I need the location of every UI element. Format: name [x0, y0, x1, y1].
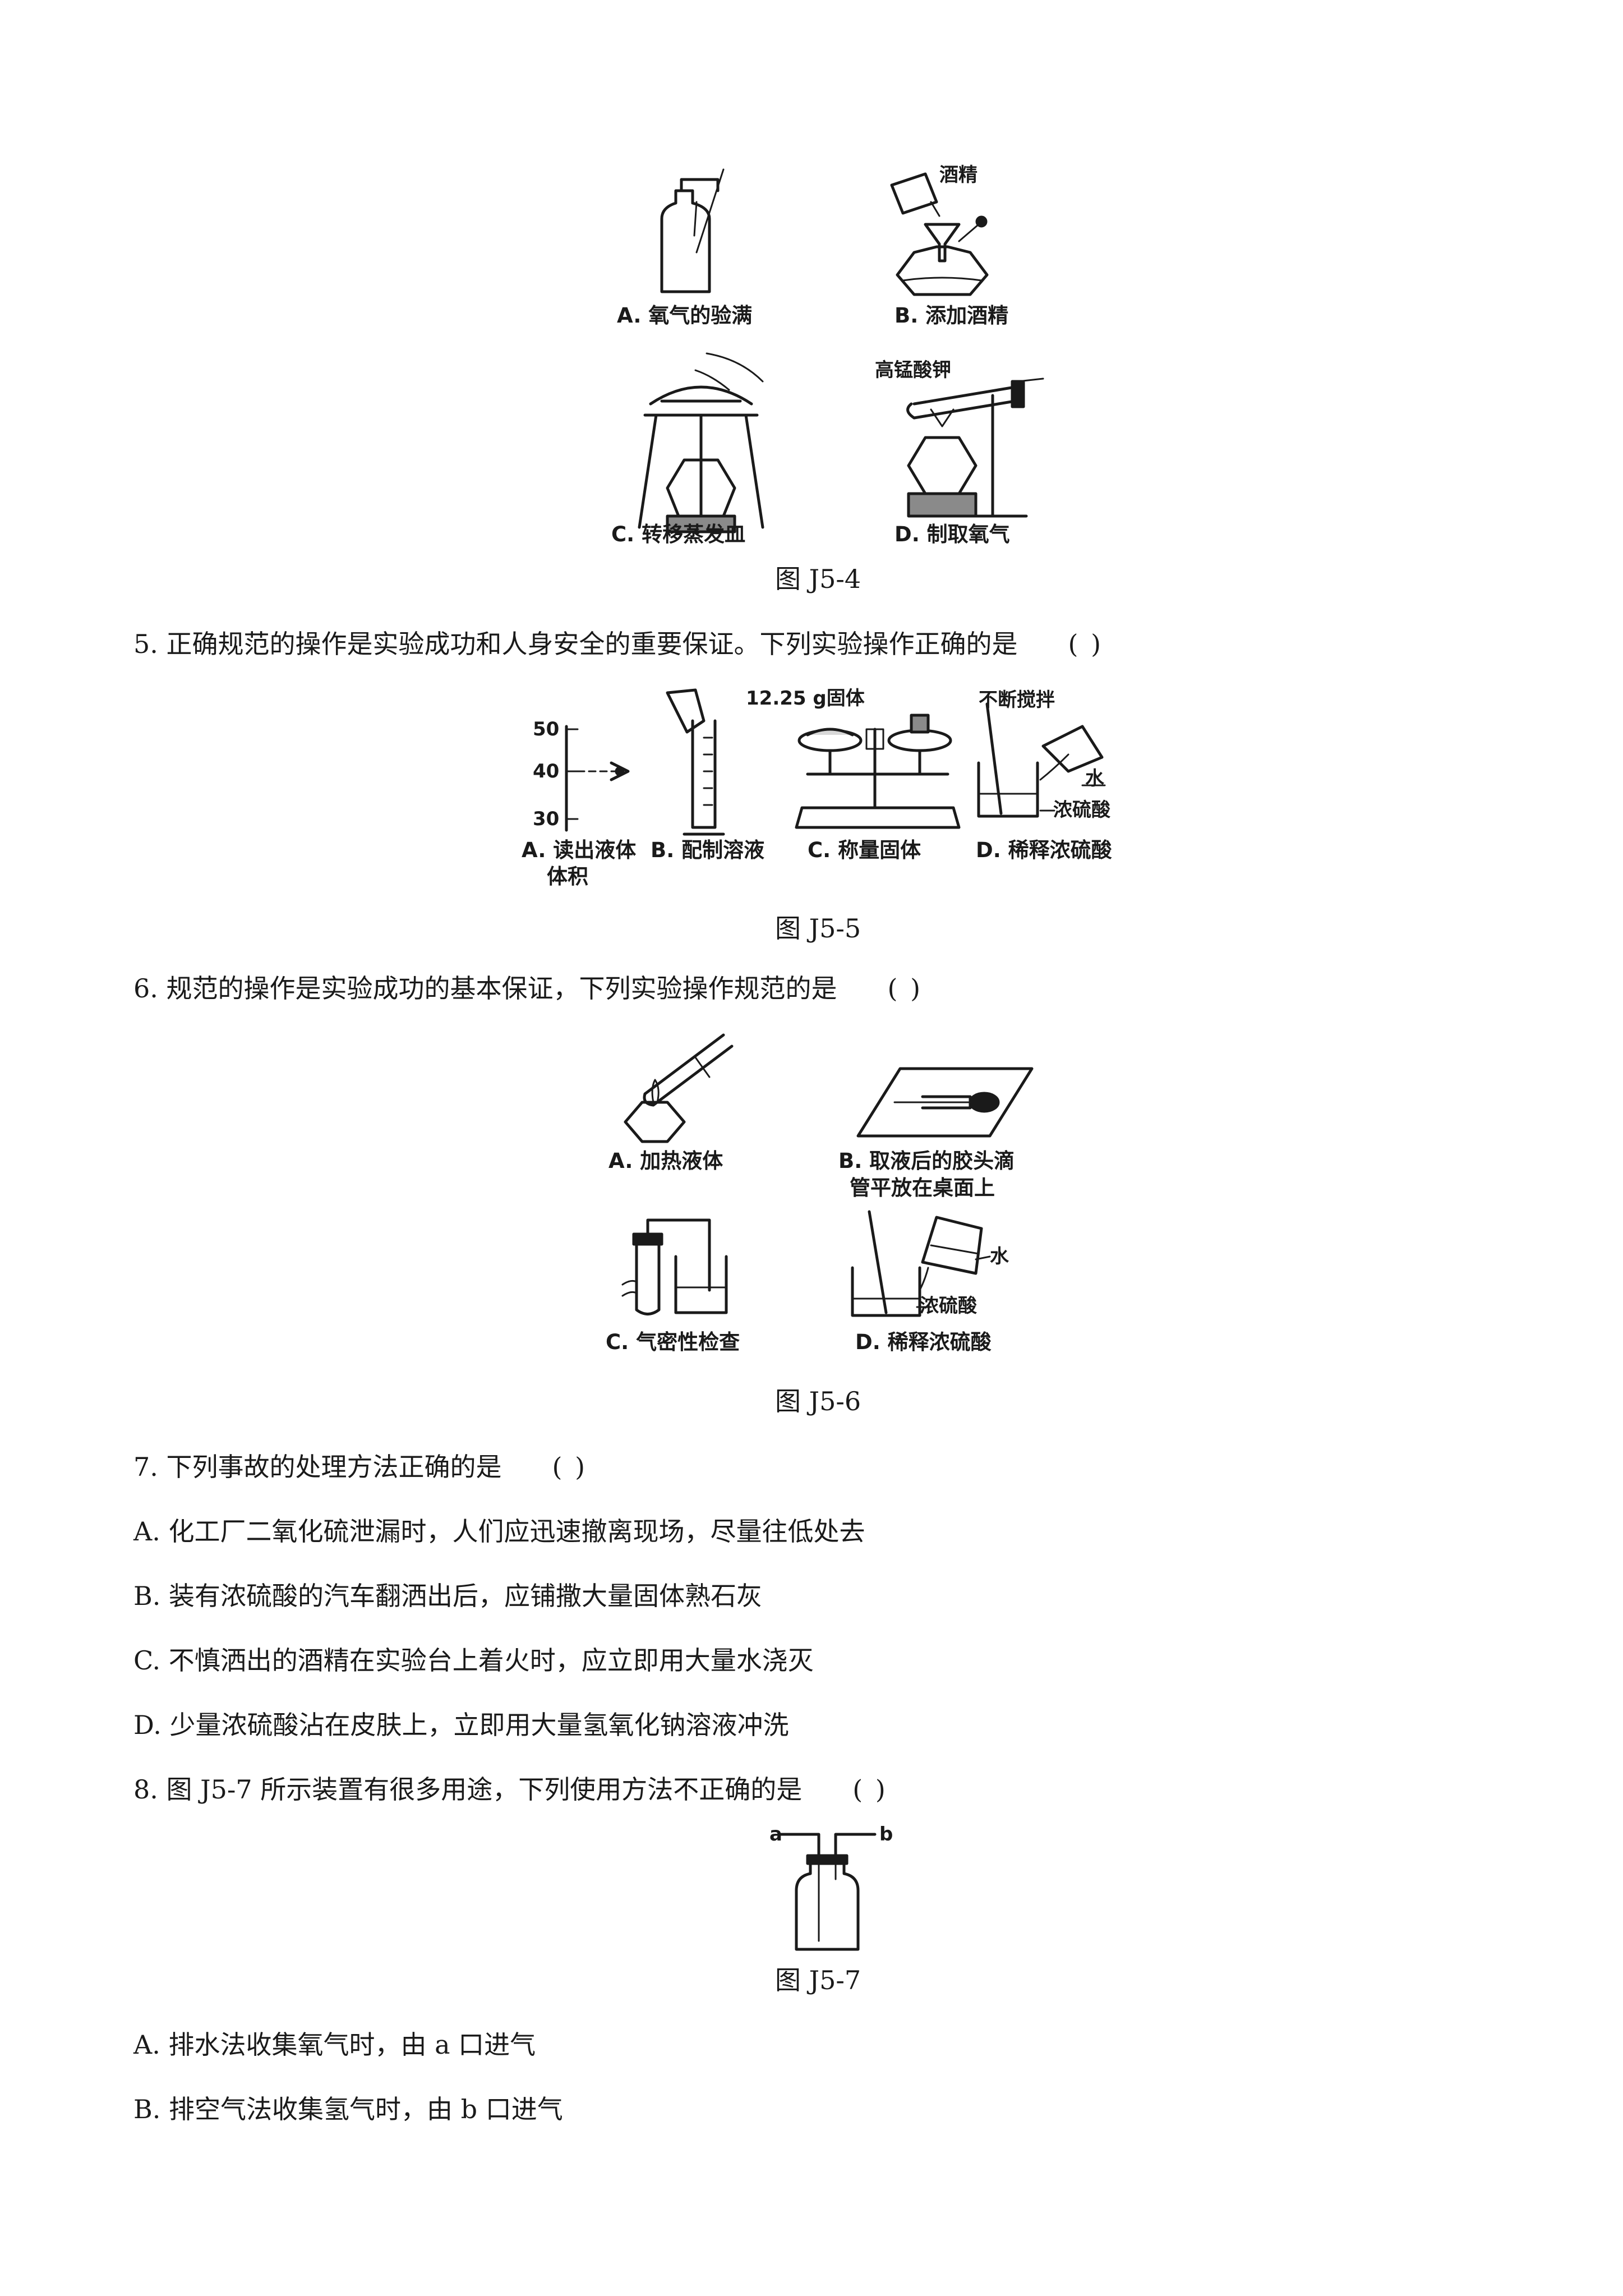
question-7-option-d: D. 少量浓硫酸沾在皮肤上，立即用大量氢氧化钠溶液冲洗	[133, 1710, 789, 1740]
fig-j5-4-label-a: A. 氧气的验满	[617, 303, 753, 328]
tag-water-j5-6: 水	[990, 1245, 1009, 1268]
fig-j5-4-label-d: D. 制取氧气	[895, 522, 1010, 546]
fig-j5-6-label-d: D. 稀释浓硫酸	[855, 1330, 992, 1354]
answer-blank-7: ( )	[552, 1452, 588, 1482]
tag-acid-j5-6: 浓硫酸	[920, 1295, 977, 1317]
question-5: 5. 正确规范的操作是实验成功和人身安全的重要保证。下列实验操作正确的是 ( )	[133, 627, 1103, 661]
answer-blank-8: ( )	[852, 1774, 888, 1805]
dropper-on-table-illustration	[856, 1067, 1034, 1138]
tag-acid-j5-5: 浓硫酸	[1053, 799, 1110, 821]
fig-j5-6-label-a: A. 加热液体	[608, 1149, 723, 1173]
question-7-text: 7. 下列事故的处理方法正确的是	[133, 1452, 502, 1482]
tag-solid: 12.25 g固体	[746, 687, 865, 710]
tag-water-j5-5: 水	[1085, 767, 1104, 790]
dilute-acid-illustration-j5-5	[977, 702, 1106, 818]
prepare-oxygen-illustration	[906, 378, 1044, 518]
fig-j5-4-label-b: B. 添加酒精	[895, 303, 1009, 328]
dilute-acid-illustration-j5-6	[851, 1210, 991, 1317]
airtightness-check-illustration	[621, 1218, 728, 1315]
port-b-label: b	[879, 1823, 893, 1846]
fig-j5-6-label-b-line2: 管平放在桌面上	[850, 1176, 995, 1200]
question-8-option-b: B. 排空气法收集氢气时，由 b 口进气	[133, 2094, 563, 2124]
fig-j5-5-label-d: D. 稀释浓硫酸	[976, 838, 1112, 862]
cylinder-reading-illustration	[565, 725, 630, 832]
fig-j5-7-caption: 图 J5-7	[775, 1965, 861, 1995]
question-7-option-b: B. 装有浓硫酸的汽车翻洒出后，应铺撒大量固体熟石灰	[133, 1581, 763, 1611]
question-7-option-a: A. 化工厂二氧化硫泄漏时，人们应迅速撤离现场，尽量往低处去	[133, 1516, 865, 1547]
question-5-text: 5. 正确规范的操作是实验成功和人身安全的重要保证。下列实验操作正确的是	[133, 629, 1018, 659]
fig-j5-5-label-b: B. 配制溶液	[651, 838, 765, 862]
question-6-text: 6. 规范的操作是实验成功的基本保证，下列实验操作规范的是	[133, 973, 837, 1004]
fig-j5-5-label-a-line1: A. 读出液体	[522, 838, 637, 862]
tag-alcohol: 酒精	[939, 164, 978, 186]
fig-j5-4-label-c: C. 转移蒸发皿	[611, 522, 746, 546]
answer-blank-5: ( )	[1068, 629, 1104, 659]
graduated-cylinder-illustration	[666, 688, 725, 836]
tag-kmno4: 高锰酸钾	[875, 359, 951, 381]
fig-j5-5-caption: 图 J5-5	[775, 913, 861, 944]
question-7-option-c: C. 不慎洒出的酒精在实验台上着火时，应立即用大量水浇灭	[133, 1645, 814, 1676]
evaporating-dish-illustration	[638, 352, 764, 533]
tick-50: 50	[533, 718, 560, 740]
fig-j5-4-caption: 图 J5-4	[775, 564, 861, 594]
question-6: 6. 规范的操作是实验成功的基本保证，下列实验操作规范的是 ( )	[133, 972, 923, 1005]
question-8-text: 8. 图 J5-7 所示装置有很多用途，下列使用方法不正确的是	[133, 1774, 803, 1805]
fig-j5-5-label-c: C. 称量固体	[808, 838, 921, 862]
question-8-option-a: A. 排水法收集氧气时，由 a 口进气	[133, 2030, 536, 2060]
tick-30: 30	[533, 808, 560, 830]
heat-liquid-illustration	[624, 1033, 734, 1143]
gas-bottle-illustration	[778, 1833, 877, 1951]
tick-40: 40	[533, 760, 560, 783]
question-7: 7. 下列事故的处理方法正确的是 ( )	[133, 1450, 587, 1484]
balance-illustration	[795, 714, 961, 829]
fig-j5-6-label-c: C. 气密性检查	[606, 1330, 740, 1354]
question-8: 8. 图 J5-7 所示装置有很多用途，下列使用方法不正确的是 ( )	[133, 1773, 888, 1806]
oxygen-check-illustration	[660, 168, 725, 293]
port-a-label: a	[769, 1823, 782, 1846]
add-alcohol-illustration	[890, 172, 989, 296]
fig-j5-5-label-a-line2: 体积	[547, 864, 588, 889]
answer-blank-6: ( )	[887, 973, 923, 1004]
fig-j5-6-caption: 图 J5-6	[775, 1386, 861, 1416]
tag-stir: 不断搅拌	[979, 689, 1055, 711]
fig-j5-6-label-b-line1: B. 取液后的胶头滴	[838, 1149, 1015, 1173]
